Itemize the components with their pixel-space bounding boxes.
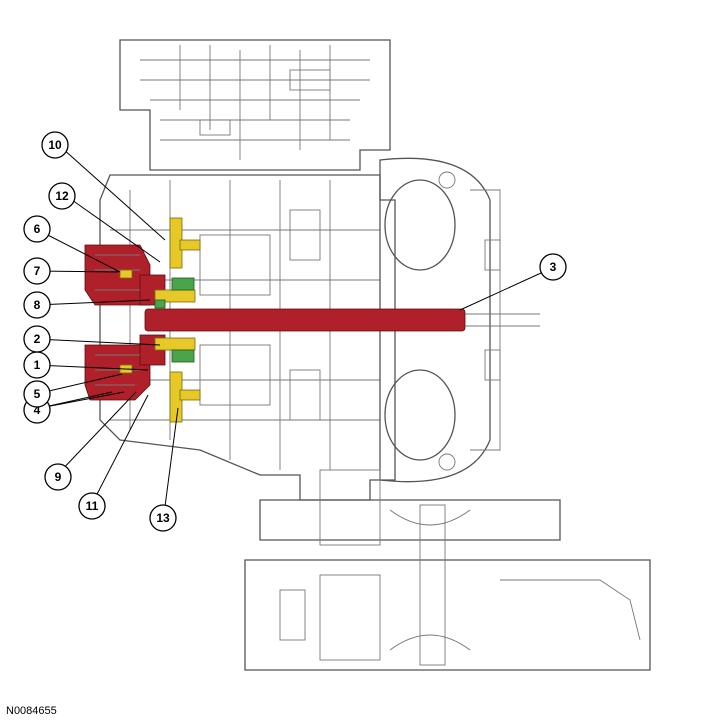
callout-label: 8 bbox=[34, 298, 41, 312]
callout-label: 4 bbox=[34, 403, 41, 417]
callout-2: 2 bbox=[23, 325, 51, 353]
torque-converter-outline bbox=[379, 157, 501, 483]
callout-1: 1 bbox=[23, 351, 51, 379]
valve-body-outline bbox=[119, 39, 391, 171]
callout-7: 7 bbox=[23, 257, 51, 285]
callout-label: 2 bbox=[34, 332, 41, 346]
callout-label: 3 bbox=[550, 260, 557, 274]
callout-leader-lines bbox=[35, 147, 553, 515]
callout-11: 11 bbox=[78, 492, 106, 520]
callout-label: 12 bbox=[55, 189, 69, 203]
input-shaft bbox=[144, 308, 540, 332]
callout-label: 11 bbox=[86, 499, 99, 513]
callout-label: 5 bbox=[34, 387, 41, 401]
differential-outline bbox=[244, 469, 651, 671]
callout-5: 5 bbox=[23, 380, 51, 408]
callout-10: 10 bbox=[41, 131, 69, 159]
callout-label: 7 bbox=[34, 264, 41, 278]
callout-9: 9 bbox=[44, 463, 72, 491]
callout-label: 13 bbox=[156, 511, 170, 525]
callout-6: 6 bbox=[23, 215, 51, 243]
callout-label: 9 bbox=[55, 470, 62, 484]
callout-3: 3 bbox=[539, 253, 567, 281]
callout-8: 8 bbox=[23, 291, 51, 319]
callout-label: 1 bbox=[34, 358, 41, 372]
callout-13: 13 bbox=[149, 504, 177, 532]
callout-12: 12 bbox=[48, 182, 76, 210]
figure-id: N0084655 bbox=[6, 705, 57, 717]
callout-label: 6 bbox=[34, 222, 41, 236]
callout-label: 10 bbox=[48, 138, 62, 152]
